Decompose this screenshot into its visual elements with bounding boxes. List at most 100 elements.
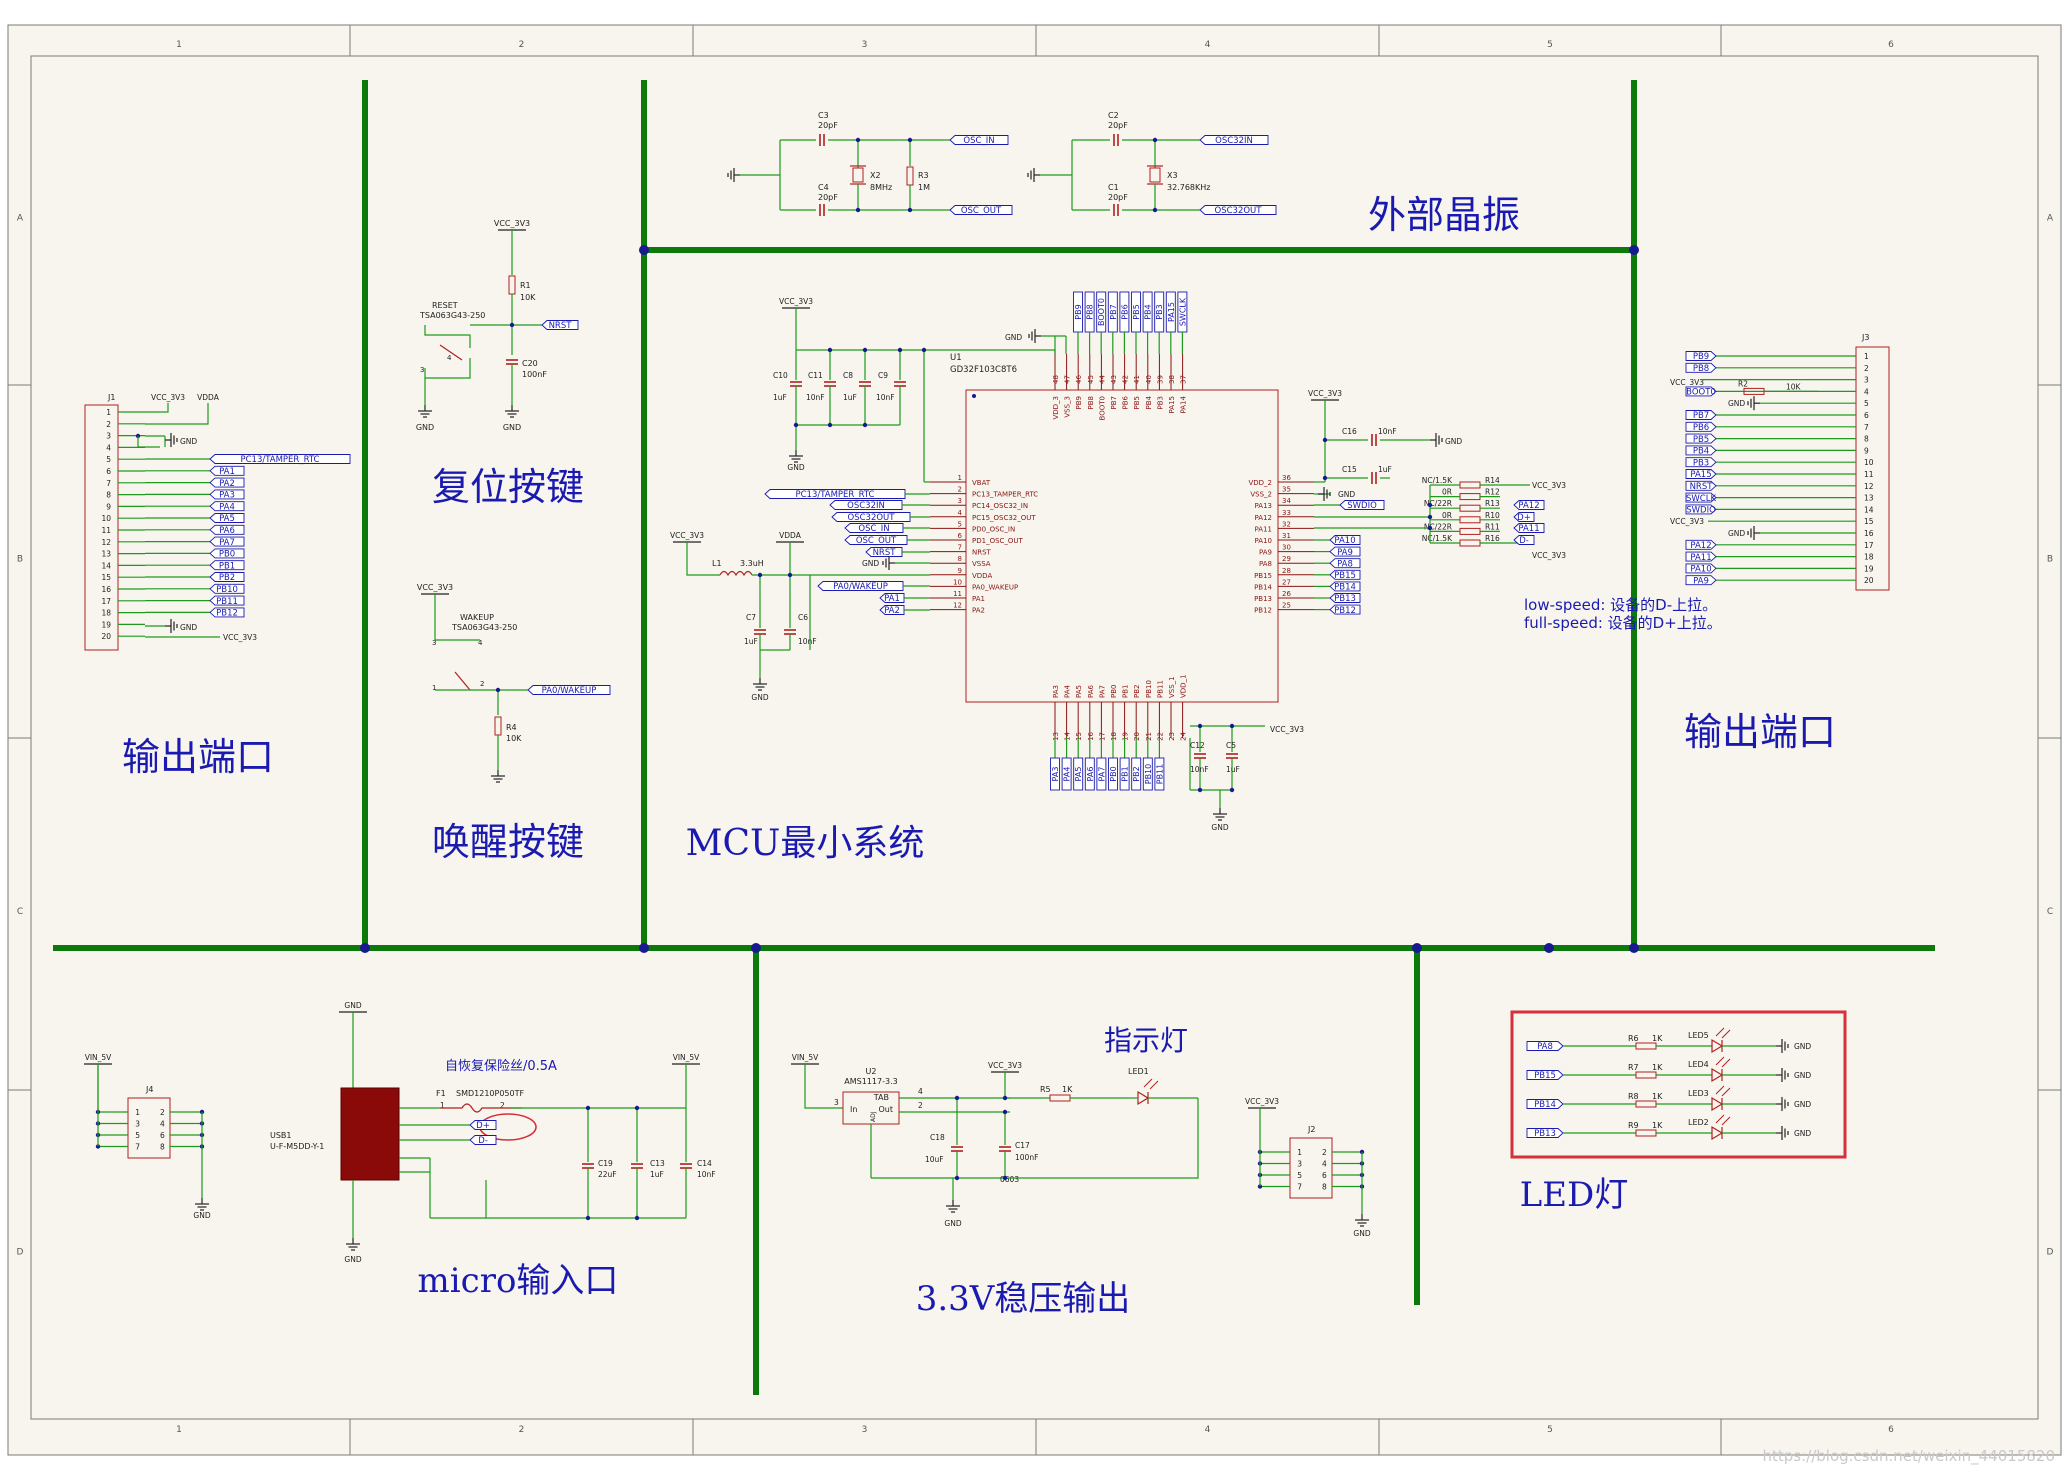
- net-flag-text: PA10: [1334, 536, 1355, 546]
- label-text: R6: [1628, 1034, 1639, 1043]
- net-flag-text: PB2: [219, 573, 235, 583]
- net-flag-text: OSC32OUT: [848, 513, 896, 523]
- label-text: C9: [878, 371, 888, 380]
- label-text: GND: [1728, 529, 1745, 538]
- label-text: C4: [818, 183, 829, 192]
- net-flag-text: PA9: [1337, 548, 1353, 558]
- header-pin-number: 20: [101, 632, 111, 641]
- net-flag-text: BOOT0: [1686, 388, 1716, 398]
- label-text: Out: [878, 1105, 893, 1114]
- header-pin-number: 5: [1864, 399, 1869, 408]
- mcu-pin-name: PB7: [1110, 396, 1118, 409]
- label-text: 8MHz: [870, 183, 892, 192]
- divider-junction: [1544, 943, 1554, 953]
- mcu-pin-name: PB1: [1122, 685, 1130, 698]
- header-pin-number: 2: [1864, 364, 1869, 373]
- label-text: 0R: [1442, 511, 1452, 520]
- label-text: C12: [1190, 741, 1205, 750]
- mcu-pin-name: PA13: [1255, 502, 1272, 510]
- label-text: VCC_3V3: [1245, 1097, 1279, 1106]
- label-text: LED4: [1688, 1060, 1709, 1069]
- mcu-pin-number: 15: [1075, 732, 1083, 741]
- label-text: GND: [1005, 333, 1022, 342]
- label-text: C15: [1342, 465, 1357, 474]
- label-text: GND: [751, 693, 768, 702]
- label-text: 3: [1297, 1160, 1302, 1169]
- label-text: C2: [1108, 111, 1119, 120]
- junction-dot: [1198, 724, 1202, 728]
- label-text: VCC_3V3: [779, 297, 813, 306]
- mcu-pin-name: PA10: [1255, 537, 1272, 545]
- mcu-pin-number: 26: [1282, 590, 1291, 598]
- net-flag-text: PA15: [1167, 302, 1176, 322]
- net-flag-text: PB1: [1121, 766, 1130, 781]
- label-text: 1: [440, 1101, 445, 1110]
- net-flag-text: PA8: [1337, 559, 1353, 569]
- frame-col-label: 5: [1547, 40, 1553, 50]
- label-text: GND: [503, 423, 521, 432]
- mcu-pin-number: 22: [1156, 732, 1164, 741]
- label-text: C17: [1015, 1141, 1030, 1150]
- net-flag-text: PA0/WAKEUP: [542, 686, 597, 696]
- mcu-pin-name: PB8: [1087, 396, 1095, 409]
- label-text: VDDA: [197, 393, 220, 402]
- label-text: 2: [480, 680, 484, 688]
- frame-col-label: 5: [1547, 1425, 1553, 1435]
- label-text: 3: [420, 366, 424, 374]
- label-text: 10nF: [1190, 765, 1209, 774]
- label-text: C16: [1342, 427, 1357, 436]
- mcu-pin-number: 5: [958, 520, 962, 528]
- mcu-pin-number: 12: [953, 602, 962, 610]
- mcu-pin-number: 6: [958, 532, 963, 540]
- junction-dot: [1003, 1176, 1007, 1180]
- header-pin-number: 18: [101, 609, 111, 618]
- net-flag-text: PB7: [1109, 304, 1118, 319]
- divider-junction: [1629, 245, 1639, 255]
- junction-dot: [1003, 1110, 1007, 1114]
- header-pin-number: 14: [101, 561, 111, 570]
- label-text: WAKEUP: [460, 613, 494, 622]
- net-flag-text: PB10: [216, 585, 238, 595]
- label-text: GD32F103C8T6: [950, 365, 1017, 375]
- mcu-pin-name: PD1_OSC_OUT: [972, 537, 1024, 545]
- junction-dot: [828, 423, 832, 427]
- mcu-pin-number: 3: [958, 497, 962, 505]
- net-flag-text: PA2: [219, 479, 235, 489]
- frame-col-label: 3: [862, 1425, 868, 1435]
- mcu-pin-name: VDD_1: [1180, 674, 1188, 698]
- net-flag-text: OSC_IN: [858, 524, 889, 534]
- net-flag-text: PB1: [219, 561, 235, 571]
- header-pin-number: 13: [101, 550, 111, 559]
- mcu-pin-number: 47: [1064, 375, 1072, 384]
- mcu-pin-name: VSS_1: [1168, 676, 1176, 698]
- label-text: 20pF: [818, 193, 838, 202]
- label-text: VCC_3V3: [494, 219, 530, 228]
- label-text: 6: [160, 1131, 165, 1140]
- frame-col-label: 1: [176, 1425, 182, 1435]
- header-pin-number: 3: [106, 432, 111, 441]
- net-flag-text: PB11: [216, 597, 238, 607]
- mcu-pin-name: PA8: [1259, 560, 1272, 568]
- header-pin-number: 10: [101, 514, 111, 523]
- label-text: 10K: [506, 734, 522, 743]
- net-flag-text: PB3: [1693, 458, 1709, 468]
- mcu-pin-name: PB0: [1110, 685, 1118, 698]
- mcu-pin-number: 9: [958, 567, 962, 575]
- net-flag-text: PA15: [1690, 470, 1711, 480]
- label-text: AMS1117-3.3: [844, 1077, 897, 1086]
- label-text: R7: [1628, 1063, 1639, 1072]
- net-flag-text: PB15: [1534, 1071, 1556, 1081]
- header-pin-number: 17: [101, 597, 111, 606]
- net-flag-text: OSC_OUT: [961, 206, 1002, 216]
- net-flag-text: PA4: [219, 502, 235, 512]
- junction-dot: [586, 1106, 590, 1110]
- net-flag-text: PB0: [219, 550, 235, 560]
- label-text: R9: [1628, 1121, 1639, 1130]
- label-text: VCC_3V3: [670, 531, 704, 540]
- header-pin-number: 2: [106, 420, 111, 429]
- section-title-wakeup: 唤醒按键: [432, 820, 584, 864]
- label-text: VCC_3V3: [1532, 481, 1566, 490]
- label-text: R5: [1040, 1085, 1051, 1094]
- label-text: 2: [918, 1101, 923, 1110]
- mcu-pin-name: PC14_OSC32_IN: [972, 502, 1028, 510]
